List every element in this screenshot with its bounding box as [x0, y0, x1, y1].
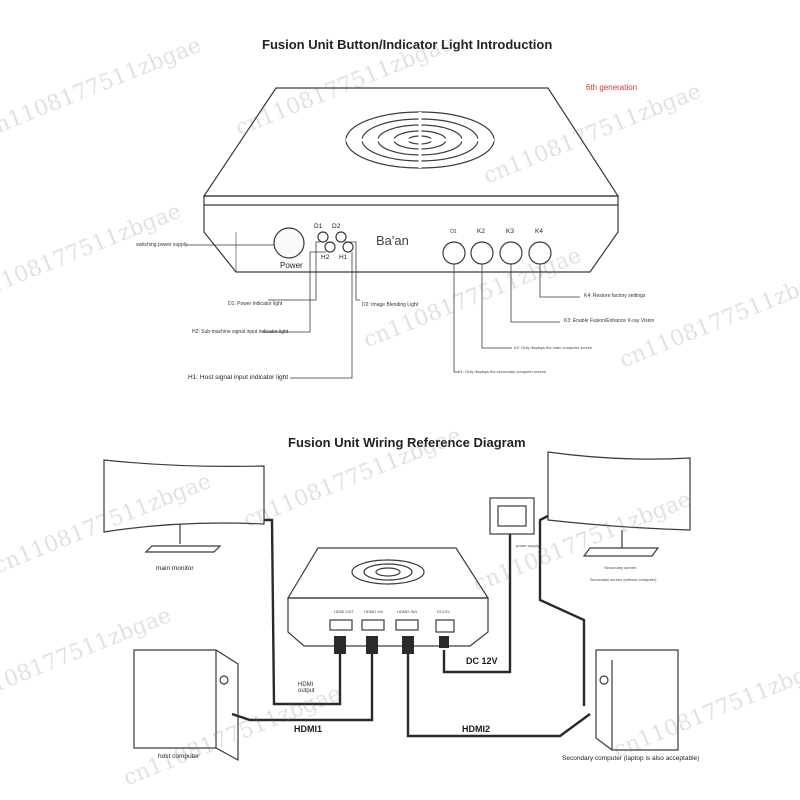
led-label-d1: D1 [314, 223, 323, 230]
port-hdmi-out: HDMI OUT [334, 609, 354, 614]
secondary-tower [595, 649, 679, 751]
unit-top-face [286, 547, 490, 599]
hdmi2-label: HDMI2 [462, 724, 491, 734]
main-monitor-label: main monitor [156, 565, 194, 572]
hdmi1-label: HDMI1 [294, 724, 323, 734]
key-k4 [528, 241, 552, 265]
brand-label: Ba'an [376, 233, 409, 248]
secondary-monitor-label: Secondary screen (without computer) [590, 577, 657, 582]
key-k1 [442, 241, 466, 265]
secondary-monitor-cable [538, 514, 586, 706]
device-front-face [203, 195, 619, 273]
power-knob [273, 227, 305, 259]
power-label: Power [280, 261, 303, 270]
hdmi2-cable [406, 654, 591, 738]
power-supply-label: power supply [516, 543, 540, 548]
key-label-k3: K3 [506, 228, 514, 235]
key-k2 [470, 241, 494, 265]
hdmi-output-label: HDMI output [298, 682, 315, 694]
device-top-face [202, 87, 620, 197]
key-label-k4: K4 [535, 228, 543, 235]
callout-d1: D1: Power indicator light [228, 301, 283, 307]
wall-socket [489, 497, 535, 535]
hdmi1-cable [231, 654, 374, 722]
led-label-d2: D2 [332, 223, 341, 230]
dc-cable [442, 534, 512, 674]
led-label-h1: H1 [339, 254, 348, 261]
fan-grille [345, 111, 495, 169]
key-label-k2: K2 [477, 228, 485, 235]
bottom-title: Fusion Unit Wiring Reference Diagram [288, 435, 526, 450]
host-computer-label: host computer [158, 753, 200, 760]
callout-h1: H1: Host signal input indicator light [188, 374, 289, 381]
callout-h2: H2: Sub-machine signal input indicator l… [192, 329, 289, 335]
top-title: Fusion Unit Button/Indicator Light Intro… [262, 37, 553, 52]
callout-k1: K1: Only displays the secondary computer… [458, 369, 547, 374]
led-d1 [317, 231, 329, 243]
led-label-h2: H2 [321, 254, 330, 261]
callout-k2: K2: Only displays the main computer scre… [514, 345, 593, 350]
key-label-k1: O1 [450, 229, 457, 235]
hdmi-output-cable [264, 518, 342, 706]
dc-label: DC 12V [466, 656, 498, 666]
callout-switching-power: switching power supply [136, 242, 188, 248]
port-hdmi2: HDMI2 IN/L [397, 609, 418, 614]
secondary-monitor-screen [547, 451, 691, 531]
led-d2 [335, 231, 347, 243]
callout-k3: K3: Enable Fusion/Enhance X-ray Vision [564, 318, 655, 324]
led-h2 [324, 241, 336, 253]
secondary-screen-small-label: Secondary screen [604, 565, 637, 570]
host-tower [133, 649, 239, 762]
main-monitor-screen [103, 459, 265, 533]
callout-d2: D2: Image Blending Light [362, 302, 419, 308]
secondary-computer-label: Secondary computer (laptop is also accep… [562, 755, 700, 762]
key-k3 [499, 241, 523, 265]
port-hdmi1: HDMI1 H/L [364, 609, 384, 614]
callout-k4: K4: Restore factory settings [584, 293, 646, 299]
generation-label: 6th generation [586, 83, 638, 92]
port-dc: DC12V [437, 609, 450, 614]
led-h1 [342, 241, 354, 253]
unit-front-face [287, 597, 489, 647]
